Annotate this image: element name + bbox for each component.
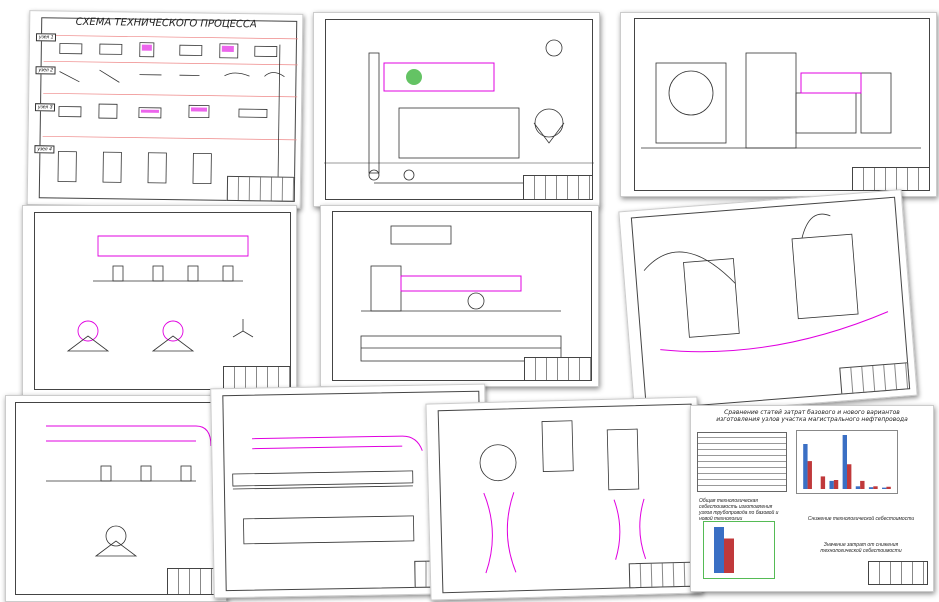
bar-новый	[886, 486, 891, 489]
assembly-drawing	[479, 420, 647, 574]
title-block	[522, 175, 594, 201]
bar-новый	[873, 486, 878, 489]
bar-базовый	[855, 486, 861, 489]
title-block	[227, 175, 295, 203]
assembly-drawing	[324, 39, 594, 184]
sheet-bend-assembly	[22, 205, 297, 397]
savings-title: Значение затрат от снижения технологичес…	[820, 542, 902, 554]
node-label: узел 1	[35, 33, 57, 42]
title-block	[628, 561, 696, 589]
assembly-drawing	[643, 213, 889, 353]
cost-comparison-title: Сравнение статей затрат базового и новог…	[716, 409, 908, 423]
title-block	[852, 166, 930, 191]
assembly-drawing	[360, 225, 562, 362]
sheet-rotator-line	[320, 205, 599, 387]
sheet-elbow-stand	[5, 395, 227, 602]
drawing-frame	[325, 18, 594, 201]
drawing-frame	[332, 211, 593, 381]
bar-базовый	[829, 480, 834, 489]
bar-базовый	[868, 487, 874, 489]
bar-базовый	[803, 444, 808, 489]
bar-новый	[833, 480, 839, 489]
sheet-welding-head	[618, 189, 918, 418]
bar-новый	[847, 464, 852, 489]
sheet-process-scheme: СХЕМА ТЕХНИЧЕСКОГО ПРОЦЕССА узел 1 узел …	[26, 10, 304, 209]
reduction-title: Снижение технологической себестоимости	[807, 516, 915, 522]
title-block	[223, 365, 291, 391]
bar-новый	[820, 476, 826, 489]
sheet-assembly-bench	[210, 383, 489, 599]
cost-table	[697, 432, 787, 492]
process-diagram	[42, 34, 299, 185]
assembly-drawing	[232, 430, 468, 545]
cost-items-chart	[796, 430, 898, 494]
sheet-welding-stand	[313, 12, 600, 207]
total-cost-chart	[703, 521, 775, 579]
bar-базовый	[842, 435, 847, 489]
drawing-frame	[33, 211, 291, 391]
title-block	[524, 357, 593, 381]
assembly-drawing	[66, 235, 254, 352]
assembly-drawing	[641, 52, 921, 149]
bar-базовая	[714, 527, 724, 573]
sheet-cost-comparison: Сравнение статей затрат базового и новог…	[690, 405, 934, 592]
bar-новый	[807, 461, 812, 489]
node-label: узел 4	[34, 145, 55, 154]
sheet-positioner	[620, 12, 937, 197]
bar-базовый	[882, 487, 887, 489]
drawing-frame	[633, 18, 930, 191]
title-block	[868, 561, 929, 586]
bar-новый	[860, 480, 865, 489]
title-block	[166, 568, 222, 595]
node-label: узел 3	[34, 103, 56, 112]
node-label: узел 2	[35, 66, 56, 75]
title-block	[838, 362, 911, 395]
bar-новая	[724, 538, 734, 573]
sheet-welding-tractor	[425, 396, 703, 601]
total-cost-title: Общая технологическая себестоимость изго…	[699, 498, 779, 522]
